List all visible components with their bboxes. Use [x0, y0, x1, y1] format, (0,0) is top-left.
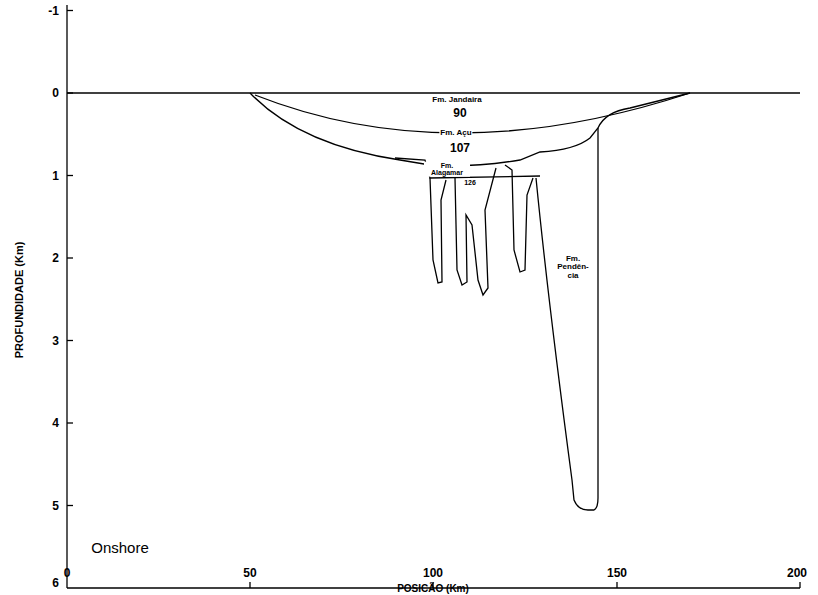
tick-label: 150 — [607, 567, 627, 580]
formation-age: 126 — [463, 179, 477, 186]
pendencia-graben — [536, 128, 598, 510]
formation-name: Fm. Alagamar — [424, 162, 470, 177]
formation-age: 90 — [452, 107, 467, 120]
tick-label: -1 — [48, 4, 59, 17]
jandaira-base — [255, 93, 690, 133]
axis-title: POSICÃO (Km) — [397, 584, 469, 595]
tick-label: 4 — [52, 417, 59, 430]
graben — [455, 168, 496, 295]
alagamar-layer — [395, 158, 540, 178]
tick-label: 1 — [52, 169, 59, 182]
region-label: Onshore — [91, 540, 149, 556]
formation-age: 107 — [449, 142, 471, 155]
tick-label: 200 — [787, 567, 807, 580]
tick-label: 6 — [52, 577, 59, 590]
formation-name: Fm. Jandaira — [431, 96, 482, 104]
x-ticks — [250, 582, 800, 588]
graben — [430, 178, 446, 283]
formation-name: Fm. Açu — [439, 129, 472, 137]
tick-label: 5 — [52, 499, 59, 512]
formation-name: Fm. Pendên- cia — [555, 255, 591, 280]
tick-label: 0 — [52, 87, 59, 100]
axis-title: PROFUNDIDADE (Km) — [14, 242, 26, 359]
tick-label: 50 — [243, 567, 256, 580]
tick-label: 0 — [64, 567, 71, 580]
tick-label: 100 — [423, 567, 443, 580]
tick-label: 3 — [52, 334, 59, 347]
graben — [505, 165, 533, 272]
y-ticks — [67, 11, 73, 506]
tick-label: 2 — [52, 252, 59, 265]
basin-outline — [250, 93, 690, 166]
